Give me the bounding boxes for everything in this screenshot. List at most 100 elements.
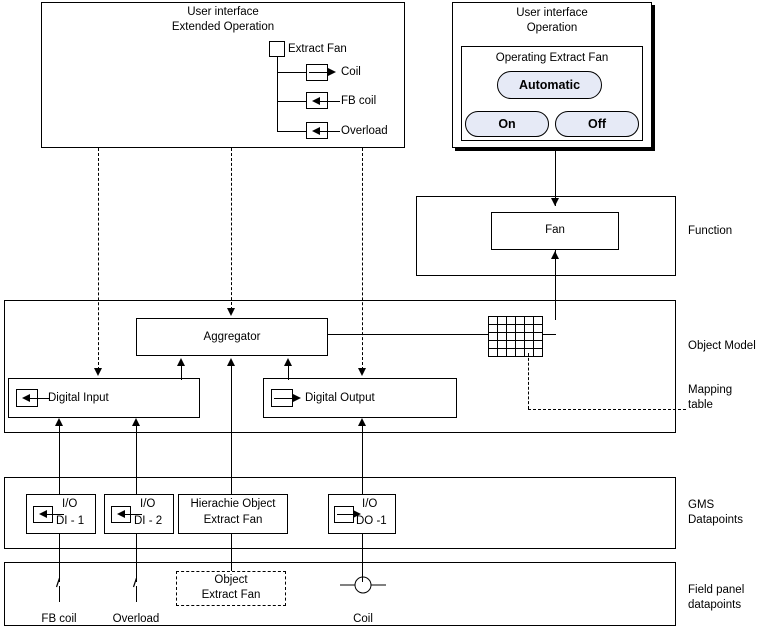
mapping-grid-cell [488,332,498,341]
gms-block-io-do-1-line1: I/O [362,498,378,510]
mapping-grid-cell [515,316,525,325]
dash-mapping-table-horizontal [528,409,686,410]
gms-side-label: GMS Datapoints [688,499,743,526]
tree-spine [277,57,278,131]
line-di-1-to-fb-coil [59,534,60,582]
switch-contact-icon-fb-coil-lower [59,586,60,602]
mapping-grid-cell [488,340,498,349]
function-layer-band [416,196,676,276]
tree-branch-connector-coil [277,72,306,73]
mapping-grid-cell [497,324,507,333]
mapping-grid-cell [506,332,516,341]
tree-label-overload: Overload [341,125,388,137]
coil-circle-icon [340,576,386,594]
mapping-grid-cell [515,340,525,349]
gms-block-io-di-1-line2: DI - 1 [56,515,85,527]
line-di-2-to-overload [136,534,137,582]
field-panel-label-coil: Coil [353,613,373,625]
object-block-digital-input-label: Digital Input [48,392,109,404]
switch-contact-icon-overload [132,578,138,588]
function-block-fan [491,212,619,250]
output-arrow-icon-digital-output [293,394,301,402]
mapping-grid-cell [488,324,498,333]
mapping-grid-cell [524,340,534,349]
arrowhead-ui-to-aggregator [227,308,235,316]
arrowhead-do-1-to-digital-output [358,418,366,426]
field-panel-object-extract-fan [176,571,286,606]
arrowhead-do-to-aggregator [284,358,292,366]
panel-ui-extended-operation [41,2,405,148]
tree-branch-connector-fbcoil [277,101,306,102]
switch-contact-icon-overload-lower [136,586,137,602]
function-block-fan-label: Fan [545,224,565,236]
mapping-grid-cell [533,332,543,341]
object-model-side-label: Object Model [688,340,756,352]
mapping-grid-row [488,348,543,357]
line-do-1-to-digital-output [362,422,363,494]
line-di-2-to-digital-input [136,422,137,494]
mapping-grid-cell [506,324,516,333]
line-grid-to-fan [555,250,556,320]
dash-grid-down [528,353,529,409]
tree-branch-connector-overload [277,131,306,132]
gms-block-hierachie-object-line2: Extract Fan [203,514,263,526]
tree-root-node-extract-fan[interactable] [269,41,285,57]
mapping-grid-row [488,316,543,325]
input-arrow-icon-di-1 [39,510,47,518]
line-di-1-to-digital-input [59,422,60,494]
mapping-grid-cell [533,348,543,357]
input-arrow-icon-digital-input [22,394,30,402]
input-arrow-icon-overload [312,127,320,135]
field-panel-label-fb-coil: FB coil [41,613,77,625]
gms-layer-band [4,477,676,549]
io-di-2-glyph-line [124,514,142,515]
dash-ui-to-aggregator [231,148,232,310]
off-button[interactable]: Off [555,111,639,137]
gms-block-hierachie-object [178,494,288,534]
mapping-grid-cell [497,316,507,325]
field-panel-layer-band [4,562,676,626]
mapping-grid-cell [533,340,543,349]
mapping-grid-row [488,332,543,341]
tree-label-fb-coil: FB coil [341,95,377,107]
mapping-table-side-label: Mapping table [688,384,733,411]
panel-ui-extended-title-line2: Extended Operation [171,21,275,33]
io-do-1-glyph-line [337,514,354,515]
arrowhead-di-to-aggregator-a [177,358,185,366]
arrowhead-hierarchie-to-aggregator [227,358,235,366]
object-block-aggregator [136,318,328,356]
object-model-layer-band [4,300,676,433]
arrowhead-ui-to-digital-output [358,368,366,376]
gms-block-io-di-2-line2: DI - 2 [134,515,163,527]
arrowhead-ui-to-digital-input [94,368,102,376]
input-arrow-icon-fbcoil [312,97,320,105]
mapping-grid-cell [515,324,525,333]
mapping-grid-cell [497,332,507,341]
output-arrow-icon-coil [328,68,336,76]
coil-node-inner-line [309,72,328,73]
tree-label-coil: Coil [341,66,361,78]
gms-block-io-do-1-line2: DO -1 [356,515,387,527]
field-panel-label-overload: Overload [112,613,160,625]
mapping-grid-cell [524,316,534,325]
line-do-1-to-coil [362,534,363,582]
gms-block-hierachie-object-line1: Hierachie Object [190,498,276,510]
operating-extract-fan-label: Operating Extract Fan [495,52,609,64]
automatic-button[interactable]: Automatic [497,71,602,99]
mapping-grid-cell [524,332,534,341]
output-arrow-icon-do-1 [353,510,361,518]
on-button[interactable]: On [465,111,549,137]
mapping-grid-cell [506,348,516,357]
gms-block-io-di-2-line1: I/O [140,498,156,510]
arrowhead-di-1-to-digital-input [55,418,63,426]
digital-input-glyph-line [30,398,50,399]
mapping-grid-cell [497,340,507,349]
object-block-digital-output-label: Digital Output [305,392,375,404]
mapping-grid-cell [515,332,525,341]
arrowhead-di-2-to-digital-input [132,418,140,426]
input-arrow-icon-di-2 [117,510,125,518]
mapping-grid-cell [524,348,534,357]
line-aggregator-to-grid [328,334,489,335]
mapping-grid-cell [533,324,543,333]
